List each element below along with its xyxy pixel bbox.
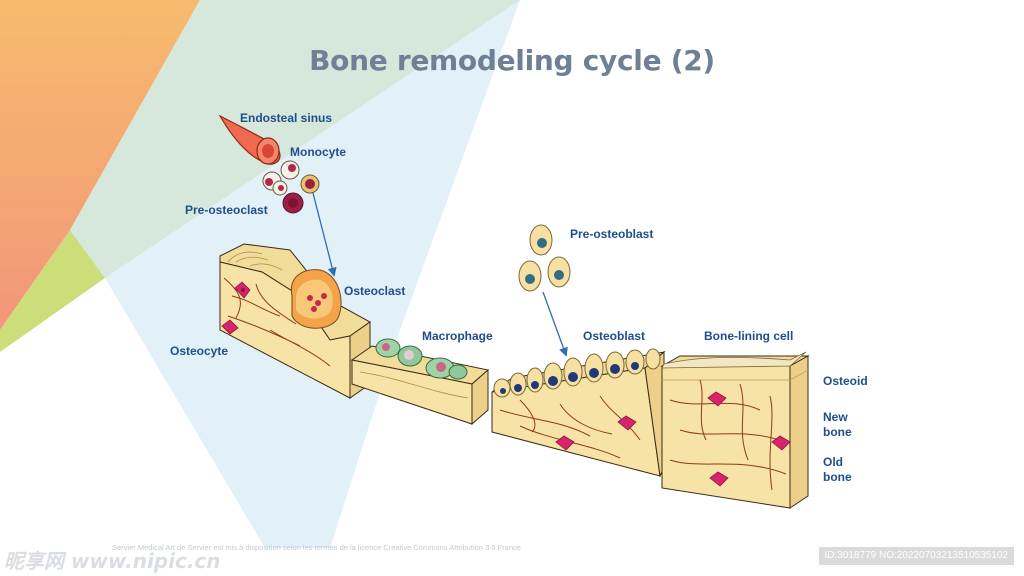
monocyte-cells — [262, 160, 320, 214]
osteocyte-block-3 — [555, 415, 637, 451]
label-macrophage: Macrophage — [422, 329, 493, 343]
label-osteocyte: Osteocyte — [170, 344, 229, 358]
label-new-bone-line2: bone — [823, 425, 852, 439]
label-monocyte: Monocyte — [290, 145, 347, 159]
license-credit: Servier Medical Art de Servier est mis à… — [112, 543, 521, 552]
label-osteoclast: Osteoclast — [344, 284, 406, 298]
macrophage-cells — [375, 338, 468, 380]
label-osteoblast: Osteoblast — [583, 329, 646, 343]
bone-block-quiescent — [660, 355, 810, 509]
label-pre-osteoclast: Pre-osteoclast — [185, 203, 268, 217]
label-new-bone-line1: New — [823, 410, 848, 424]
pre-osteoblast-cells — [518, 224, 571, 292]
label-bone-lining-cell: Bone-lining cell — [704, 329, 794, 343]
bone-lining-cells — [661, 351, 807, 369]
label-endosteal-sinus: Endosteal sinus — [240, 111, 333, 125]
label-old-bone-line2: bone — [823, 470, 852, 484]
arrow-to-osteoblast — [542, 291, 568, 357]
label-osteoid: Osteoid — [823, 374, 868, 388]
watermark-left: 昵享网 www.nipic.cn — [4, 549, 221, 573]
arrow-to-osteoclast — [312, 192, 337, 277]
osteoclast-cell — [290, 269, 342, 329]
osteoblast-cells — [493, 348, 661, 398]
osteocyte-block-4 — [707, 391, 791, 487]
osteocyte-block-1 — [221, 281, 251, 335]
watermark-id: ID:3018779 NO:20220703213510535102 — [818, 547, 1014, 565]
endosteal-sinus — [218, 114, 281, 165]
page-title: Bone remodeling cycle (2) — [309, 44, 715, 77]
label-pre-osteoblast: Pre-osteoblast — [570, 227, 654, 241]
label-old-bone-line1: Old — [823, 455, 843, 469]
